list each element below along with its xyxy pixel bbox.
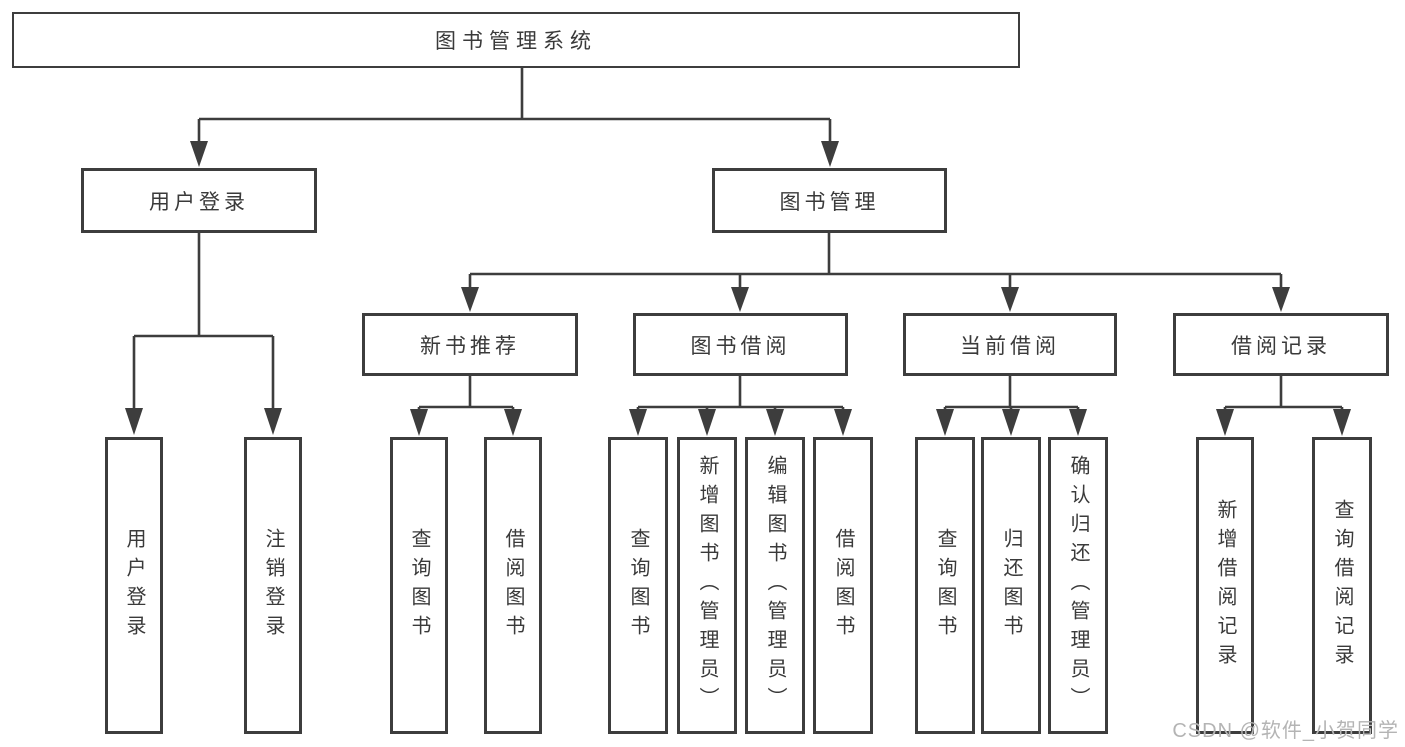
node-book-borrow: 图书借阅 [633, 313, 848, 376]
leaf-records-query-record: 查询借阅记录 [1312, 437, 1372, 734]
node-borrow-records: 借阅记录 [1173, 313, 1389, 376]
leaf-newbook-borrow-book: 借阅图书 [484, 437, 542, 734]
leaf-user-login: 用户登录 [105, 437, 163, 734]
leaf-borrow-query-book: 查询图书 [608, 437, 668, 734]
leaf-current-return-book: 归还图书 [981, 437, 1041, 734]
leaf-records-add-record: 新增借阅记录 [1196, 437, 1254, 734]
leaf-logout: 注销登录 [244, 437, 302, 734]
node-current-borrow: 当前借阅 [903, 313, 1117, 376]
leaf-current-confirm-return-admin: 确认归还（管理员） [1048, 437, 1108, 734]
leaf-borrow-add-book-admin: 新增图书（管理员） [677, 437, 737, 734]
leaf-borrow-edit-book-admin: 编辑图书（管理员） [745, 437, 805, 734]
leaf-borrow-borrow-book: 借阅图书 [813, 437, 873, 734]
csdn-watermark: CSDN @软件_小贺同学 [1172, 720, 1399, 742]
leaf-current-query-book: 查询图书 [915, 437, 975, 734]
node-new-book-recommend: 新书推荐 [362, 313, 578, 376]
leaf-newbook-query-book: 查询图书 [390, 437, 448, 734]
node-user-login: 用户登录 [81, 168, 317, 233]
node-book-management: 图书管理 [712, 168, 947, 233]
node-library-management-system: 图书管理系统 [12, 12, 1020, 68]
